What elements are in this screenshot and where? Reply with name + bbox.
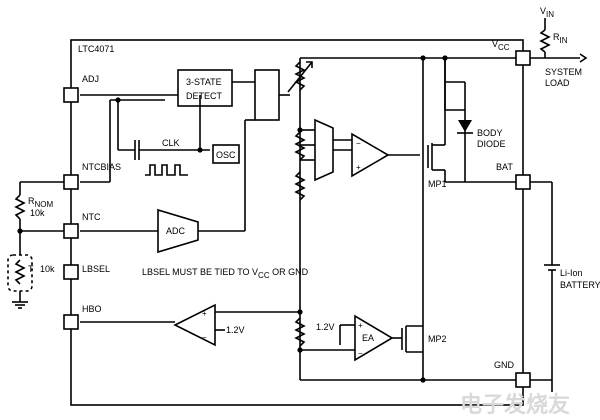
- chip-boundary: [70, 39, 524, 406]
- mp2-label: MP2: [428, 334, 447, 344]
- pin-lbsel-label: LBSEL: [82, 264, 110, 274]
- pin-vcc-label: VCC: [492, 39, 510, 52]
- pin-ntc-label: NTC: [82, 212, 101, 222]
- comparator-upper: [351, 132, 390, 178]
- decode-logic: [254, 69, 280, 121]
- svg-text:+: +: [356, 163, 361, 172]
- rnom-value: 10k: [30, 208, 45, 218]
- svg-text:+: +: [202, 309, 207, 318]
- pin-adj: [63, 87, 79, 103]
- detect-label-1: 3-STATE: [186, 77, 222, 87]
- pin-hbo-label: HBO: [82, 304, 102, 314]
- pin-ntc: [63, 223, 79, 239]
- three-state-detect: [177, 69, 233, 107]
- system-load-label-2: LOAD: [545, 78, 570, 88]
- mux: [314, 118, 334, 182]
- adc-label: ADC: [166, 226, 186, 236]
- lbsel-note: LBSEL MUST BE TIED TO VCC OR GND: [142, 267, 309, 280]
- pin-gnd: [515, 372, 531, 388]
- thermistor-value: 10k: [40, 264, 55, 274]
- detect-label-2: DETECT: [186, 91, 223, 101]
- battery-label-1: Li-Ion: [560, 268, 583, 278]
- chip-name: LTC4071: [78, 44, 114, 54]
- rin-label: RIN: [553, 32, 568, 45]
- system-load-label-1: SYSTEM: [545, 67, 582, 77]
- vin-label: VIN: [540, 6, 554, 19]
- adc-block: [157, 208, 199, 254]
- ref-voltage-ea: 1.2V: [316, 322, 335, 332]
- body-diode-icon: [458, 120, 472, 132]
- clk-label: CLK: [162, 138, 180, 148]
- svg-text:−: −: [202, 333, 207, 342]
- pin-gnd-label: GND: [494, 360, 515, 370]
- svg-text:−: −: [356, 139, 361, 148]
- pin-lbsel: [63, 264, 79, 280]
- error-amplifier: [354, 314, 394, 362]
- comparator-hbo: [173, 303, 216, 347]
- ref-voltage-hbo: 1.2V: [226, 325, 245, 335]
- ea-label: EA: [362, 333, 374, 343]
- pin-bat-label: BAT: [496, 162, 513, 172]
- battery-label-2: BATTERY: [560, 280, 600, 290]
- pin-ntcbias: [63, 174, 79, 190]
- svg-text:+: +: [358, 321, 363, 330]
- pin-bat: [515, 174, 531, 190]
- osc-label: OSC: [216, 150, 236, 160]
- svg-text:−: −: [358, 349, 363, 358]
- pin-hbo: [63, 314, 79, 330]
- body-diode-label-1: BODY: [477, 128, 503, 138]
- pin-vcc: [515, 50, 531, 66]
- pin-adj-label: ADJ: [82, 74, 99, 84]
- thermistor-label: T: [28, 264, 34, 274]
- pin-ntcbias-label: NTCBIAS: [82, 162, 121, 172]
- watermark: 电子发烧友: [460, 392, 570, 417]
- osc-block: [212, 144, 240, 164]
- rnom-label: RNOM: [28, 196, 54, 209]
- mp1-label: MP1: [428, 179, 447, 189]
- body-diode-label-2: DIODE: [477, 139, 506, 149]
